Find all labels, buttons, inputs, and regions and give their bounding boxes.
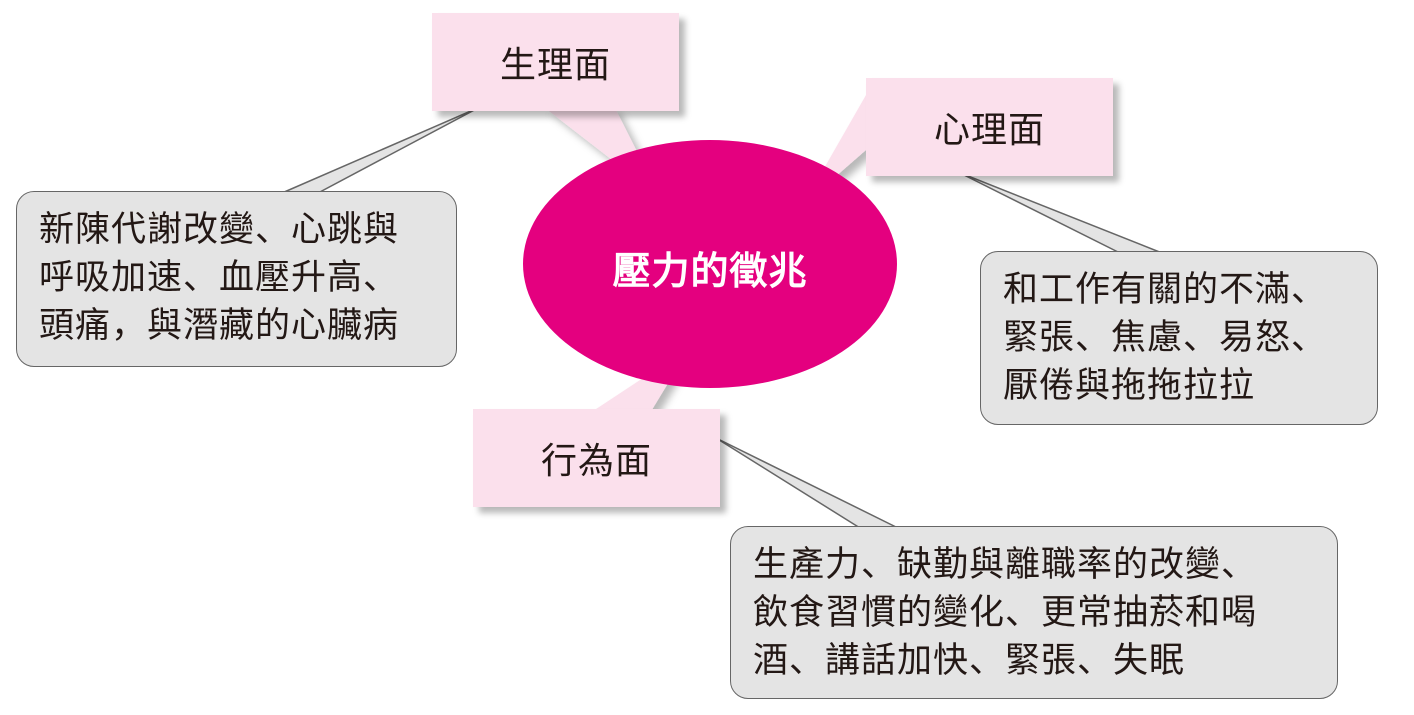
physiological-label-text: 生理面 (499, 45, 611, 86)
behavioral-detail: 生產力、缺勤與離職率的改變、 飲食習慣的變化、更常抽菸和喝 酒、講話加快、緊張、… (730, 526, 1338, 699)
behavioral-label-text: 行為面 (540, 441, 652, 482)
physiological-label: 生理面 (432, 13, 679, 111)
physiological-detail: 新陳代謝改變、心跳與 呼吸加速、血壓升高、 頭痛，與潛藏的心臟病 (16, 191, 457, 367)
behavioral-label: 行為面 (473, 409, 720, 507)
psychological-label-text: 心理面 (933, 110, 1045, 151)
center-title: 壓力的徵兆 (612, 248, 808, 293)
center-ellipse (523, 140, 897, 388)
behavioral-detail-tail (715, 437, 899, 529)
physiological-detail-tail (281, 106, 481, 194)
psychological-label: 心理面 (866, 78, 1113, 176)
psychological-detail: 和工作有關的不滿、 緊張、焦慮、易怒、 厭倦與拖拖拉拉 (980, 251, 1378, 425)
psychological-detail-tail (957, 171, 1163, 254)
